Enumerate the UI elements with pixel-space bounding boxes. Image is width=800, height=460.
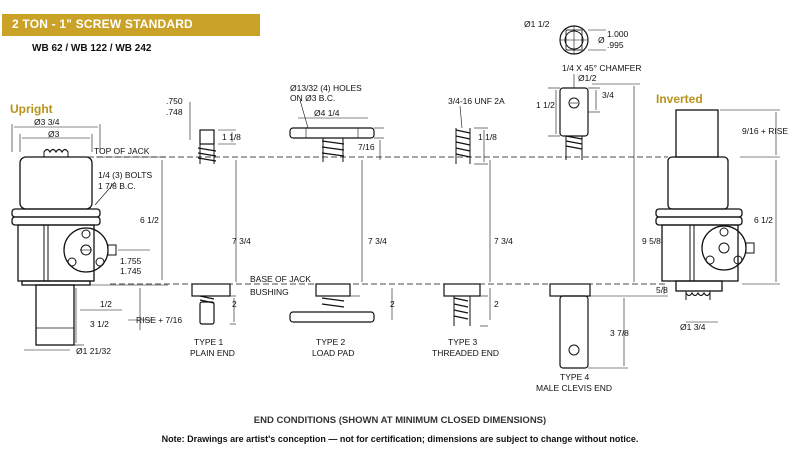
banner-title: 2 TON - 1" SCREW STANDARD: [12, 17, 193, 31]
type2-load-pad: [289, 127, 375, 323]
type4-dia-sign: Ø: [598, 35, 605, 45]
upright-dia-1-21-32: Ø1 21/32: [76, 346, 111, 356]
inverted-dia-1-3-4: Ø1 3/4: [680, 322, 706, 332]
upright-title: Upright: [10, 102, 53, 116]
inverted-height-6-1-2: 6 1/2: [754, 215, 773, 225]
type1-dimension-lines: [189, 102, 237, 325]
type1-dia-750: .750: [166, 96, 183, 106]
type4-dia-995: .995: [607, 40, 624, 50]
type4-dia-1-1-2: Ø1 1/2: [524, 19, 550, 29]
type1-dia-748: .748: [166, 107, 183, 117]
inverted-title: Inverted: [656, 92, 703, 106]
upright-shaft-upper: 1.755: [120, 256, 142, 266]
inverted-height-5-8: 5/8: [656, 285, 668, 295]
upright-dim-3-1-2: 3 1/2: [90, 319, 109, 329]
bushing-label: BUSHING: [250, 287, 289, 297]
inverted-dimension-lines: [640, 109, 780, 323]
type2-holes: Ø13/32 (4) HOLES: [290, 83, 362, 93]
type2-height-7-3-4: 7 3/4: [368, 236, 387, 246]
upright-bolts-2: 1 7/8 B.C.: [98, 181, 136, 191]
type4-height-9-5-8: 9 5/8: [642, 236, 661, 246]
inverted-jack: [655, 109, 755, 300]
type1-height-7-3-4: 7 3/4: [232, 236, 251, 246]
type3-height-7-3-4: 7 3/4: [494, 236, 513, 246]
disclaimer-note: Note: Drawings are artist's conception —…: [161, 434, 639, 444]
type2-name: TYPE 2: [316, 337, 346, 347]
type3-thread: 3/4-16 UNF 2A: [448, 96, 505, 106]
type4-height-3-7-8: 3 7/8: [610, 328, 629, 338]
top-of-jack-label: TOP OF JACK: [94, 146, 150, 156]
upright-bolts-1: 1/4 (3) BOLTS: [98, 170, 152, 180]
type4-height-3-4: 3/4: [602, 90, 614, 100]
model-numbers: WB 62 / WB 122 / WB 242: [32, 43, 152, 54]
upright-shaft-lower: 1.745: [120, 266, 142, 276]
type2-holes-bc: ON Ø3 B.C.: [290, 93, 335, 103]
type3-name: TYPE 3: [448, 337, 478, 347]
type4-dia-1-2: Ø1/2: [578, 73, 597, 83]
type1-height-2: 2: [232, 299, 237, 309]
upright-height-6-1-2: 6 1/2: [140, 215, 159, 225]
upright-jack: [11, 148, 117, 346]
title-banner: 2 TON - 1" SCREW STANDARD: [2, 14, 260, 36]
type4-dimension-lines: [548, 29, 640, 369]
type2-subname: LOAD PAD: [312, 348, 354, 358]
type2-height-7-16: 7/16: [358, 142, 375, 152]
type1-name: TYPE 1: [194, 337, 224, 347]
type4-height-1-1-2: 1 1/2: [536, 100, 555, 110]
end-conditions-caption: END CONDITIONS (SHOWN AT MINIMUM CLOSED …: [253, 415, 547, 426]
type2-dia-4-1-4: Ø4 1/4: [314, 108, 340, 118]
type4-name: TYPE 4: [560, 372, 590, 382]
type3-height-1-1-8: 1 1/8: [478, 132, 497, 142]
type4-dia-1000: 1.000: [607, 29, 629, 39]
type3-dimension-lines: [459, 105, 491, 327]
upright-dimension-lines: [11, 124, 168, 351]
type2-height-2: 2: [390, 299, 395, 309]
upright-rise: RISE + 7/16: [136, 315, 182, 325]
type1-plain-end: [191, 129, 231, 325]
type3-threaded-end: [443, 128, 481, 326]
type4-chamfer: 1/4 X 45° CHAMFER: [562, 63, 641, 73]
type1-subname: PLAIN END: [190, 348, 235, 358]
base-of-jack-label: BASE OF JACK: [250, 274, 311, 284]
inverted-rise: 9/16 + RISE: [742, 126, 788, 136]
type2-dimension-lines: [298, 99, 393, 323]
upright-dia-3-3-4: Ø3 3/4: [34, 117, 60, 127]
type3-subname: THREADED END: [432, 348, 499, 358]
type1-height-1-1-8: 1 1/8: [222, 132, 241, 142]
type3-height-2: 2: [494, 299, 499, 309]
type4-subname: MALE CLEVIS END: [536, 383, 612, 393]
upright-dim-1-2: 1/2: [100, 299, 112, 309]
upright-dia-3: Ø3: [48, 129, 60, 139]
